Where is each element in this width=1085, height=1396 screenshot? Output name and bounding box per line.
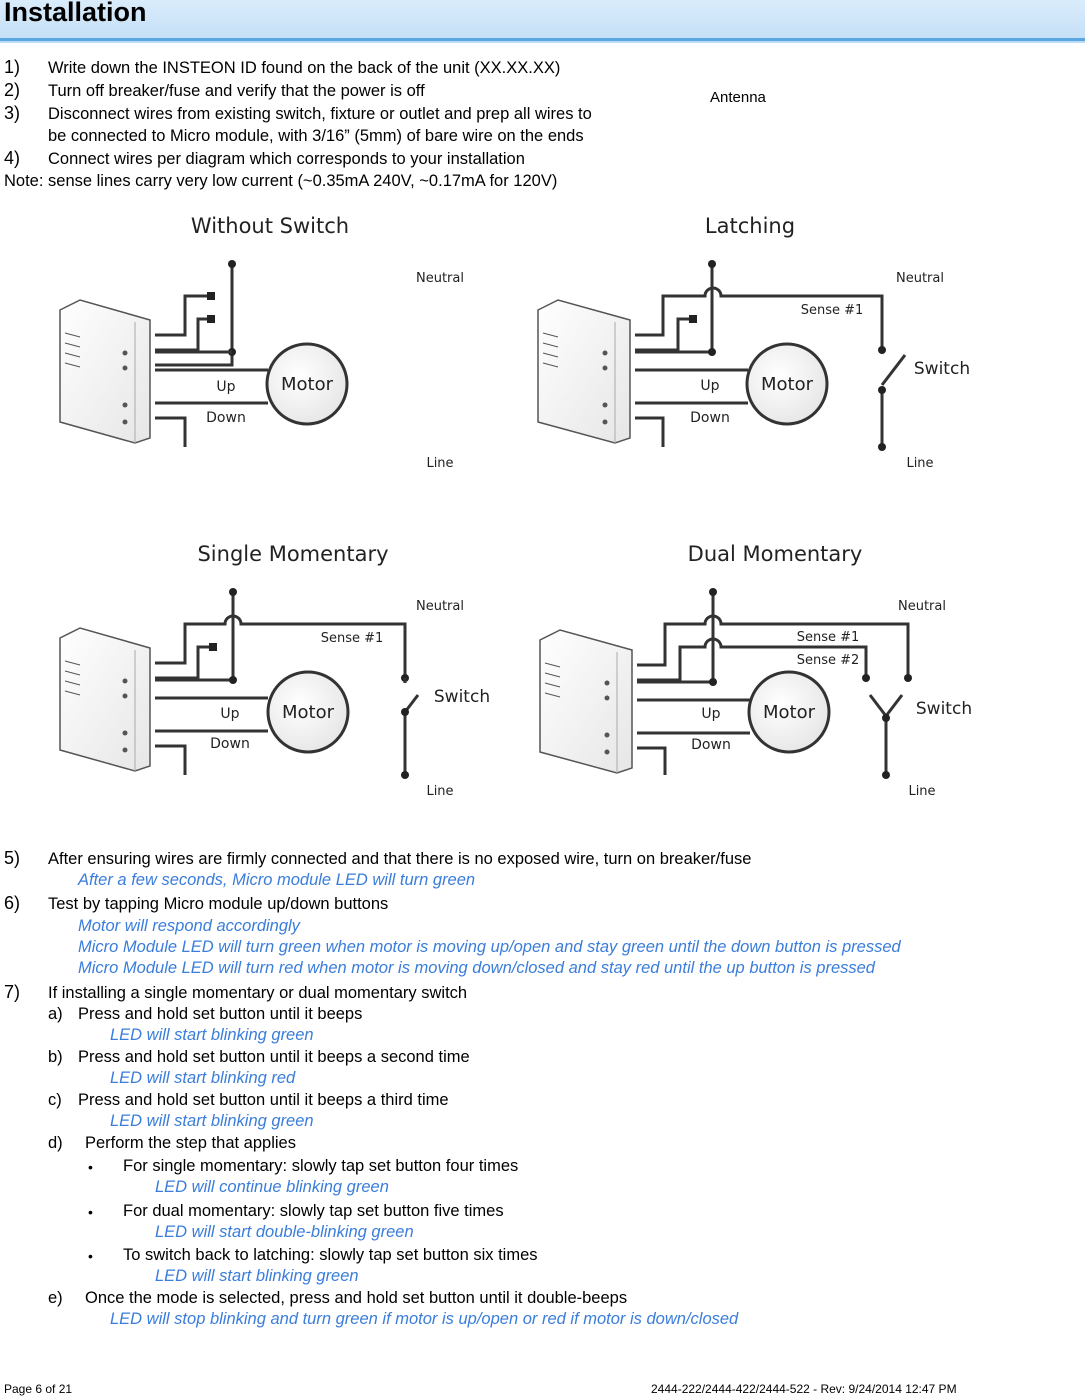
step-6-number: 6) (4, 893, 21, 913)
bullet-icon: • (88, 1248, 93, 1264)
down-label: Down (691, 737, 731, 753)
up-label: Up (220, 706, 239, 722)
step-5-result: After a few seconds, Micro module LED wi… (78, 871, 476, 889)
substep-e-label: e) (48, 1289, 63, 1307)
switch-label: Switch (434, 687, 490, 707)
diagram-dual-momentary: Dual Momentary Neutral Line (539, 542, 1000, 799)
diagram-without-switch: Without Switch Neutral Line Up (59, 214, 520, 471)
micro-module (59, 627, 151, 772)
substep-a-result: LED will start blinking green (110, 1026, 314, 1044)
motor-icon (265, 342, 349, 426)
bullet-icon: • (88, 1204, 93, 1220)
substep-b-label: b) (48, 1048, 63, 1066)
diagram-title: Single Momentary (197, 542, 388, 566)
up-label: Up (700, 378, 719, 394)
switch-icon (403, 678, 420, 713)
bullet-text: To switch back to latching: slowly tap s… (123, 1246, 538, 1264)
step-1-number: 1) (4, 57, 21, 77)
bullet-icon: • (88, 1159, 93, 1175)
substep-c-text: Press and hold set button until it beeps… (78, 1091, 449, 1109)
switch-icon (880, 354, 907, 386)
motor-label: Motor (761, 374, 814, 395)
section-header: Installation (0, 0, 1085, 41)
step-3-text: Disconnect wires from existing switch, f… (48, 105, 592, 123)
bullet-text: For single momentary: slowly tap set but… (123, 1157, 519, 1175)
substep-a-label: a) (48, 1005, 63, 1023)
line-label: Line (426, 784, 453, 799)
sense1-label: Sense #1 (797, 630, 860, 645)
down-label: Down (210, 736, 250, 752)
page-number: Page 6 of 21 (4, 1382, 73, 1396)
diagram-title: Without Switch (191, 214, 349, 238)
neutral-label: Neutral (896, 271, 944, 286)
step-4-text: Connect wires per diagram which correspo… (48, 150, 525, 168)
switch-icon (868, 694, 904, 719)
step-7-number: 7) (4, 982, 21, 1002)
micro-module (537, 299, 631, 444)
step-2-number: 2) (4, 80, 21, 100)
step-7-text: If installing a single momentary or dual… (48, 984, 468, 1002)
bullet-result: LED will start double-blinking green (155, 1223, 414, 1241)
step-6-result: Micro Module LED will turn green when mo… (78, 938, 901, 956)
down-label: Down (690, 410, 730, 426)
wiring-diagrams: Without Switch Neutral Line Up (59, 214, 1000, 799)
header-rule (0, 41, 1085, 43)
diagram-latching: Latching Neutral Line Sense (537, 214, 1000, 471)
substep-c-label: c) (48, 1091, 62, 1109)
step-2-text: Turn off breaker/fuse and verify that th… (48, 82, 425, 100)
motor-label: Motor (281, 374, 334, 395)
sense1-label: Sense #1 (801, 303, 864, 318)
diagram-title: Dual Momentary (688, 542, 863, 566)
substep-e-text: Once the mode is selected, press and hol… (85, 1289, 628, 1307)
substep-b-result: LED will start blinking red (110, 1069, 296, 1087)
line-label: Line (908, 784, 935, 799)
down-label: Down (206, 410, 246, 426)
micro-module (539, 629, 633, 774)
bullet-result: LED will continue blinking green (155, 1178, 389, 1196)
motor-label: Motor (282, 702, 335, 723)
sense1-label: Sense #1 (321, 631, 384, 646)
note-text: Note: sense lines carry very low current… (4, 172, 558, 190)
neutral-label: Neutral (898, 599, 946, 614)
step-3-text-cont: be connected to Micro module, with 3/16”… (48, 127, 584, 145)
line-label: Line (906, 456, 933, 471)
neutral-label: Neutral (416, 271, 464, 286)
switch-label: Switch (916, 699, 972, 719)
up-label: Up (701, 706, 720, 722)
micro-module (59, 299, 151, 444)
step-6-text: Test by tapping Micro module up/down but… (48, 895, 389, 913)
step-6-result: Motor will respond accordingly (78, 917, 300, 935)
step-6-result: Micro Module LED will turn red when moto… (78, 959, 875, 977)
neutral-label: Neutral (416, 599, 464, 614)
substep-e-result: LED will stop blinking and turn green if… (110, 1310, 739, 1328)
doc-revision: 2444-222/2444-422/2444-522 - Rev: 9/24/2… (651, 1382, 957, 1396)
section-title: Installation (4, 0, 147, 27)
switch-label: Switch (914, 359, 970, 379)
diagram-title: Latching (705, 214, 795, 238)
step-3-number: 3) (4, 103, 21, 123)
bullet-text: For dual momentary: slowly tap set butto… (123, 1202, 504, 1220)
motor-label: Motor (763, 702, 816, 723)
bullet-result: LED will start blinking green (155, 1267, 359, 1285)
step-4-number: 4) (4, 148, 21, 168)
motor-icon (266, 670, 350, 754)
step-1-text: Write down the INSTEON ID found on the b… (48, 59, 561, 77)
diagram-single-momentary: Single Momentary Neutral Line (59, 542, 520, 799)
up-label: Up (216, 379, 235, 395)
step-5-number: 5) (4, 848, 21, 868)
substep-a-text: Press and hold set button until it beeps (78, 1005, 363, 1023)
antenna-label: Antenna (710, 89, 766, 106)
sense2-label: Sense #2 (797, 653, 860, 668)
substep-c-result: LED will start blinking green (110, 1112, 314, 1130)
line-label: Line (426, 456, 453, 471)
step-5-text: After ensuring wires are firmly connecte… (48, 850, 752, 868)
motor-icon (745, 342, 829, 426)
substep-d-text: Perform the step that applies (85, 1134, 296, 1152)
substep-b-text: Press and hold set button until it beeps… (78, 1048, 470, 1066)
motor-icon (747, 670, 831, 754)
substep-d-label: d) (48, 1134, 63, 1152)
